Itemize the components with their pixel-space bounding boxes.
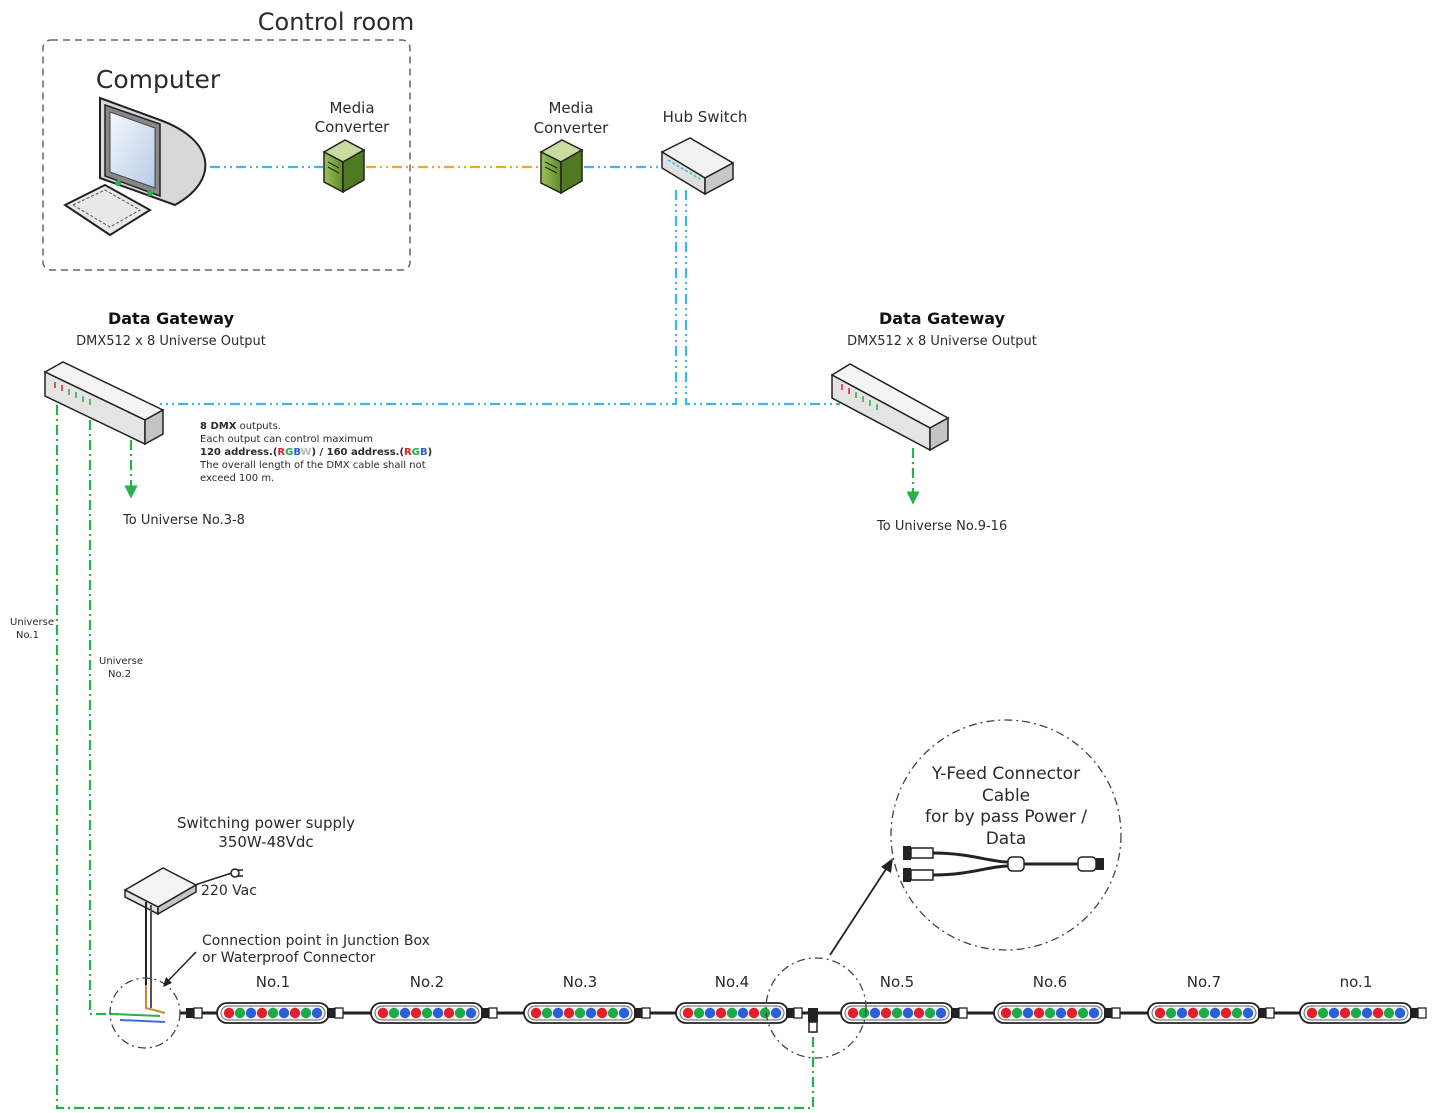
led-fixture: No.5 bbox=[840, 973, 954, 1024]
inline-connector bbox=[1410, 1007, 1427, 1019]
ac-plug-icon bbox=[194, 868, 243, 886]
gateway-right-icon bbox=[830, 363, 950, 452]
power-supply-label-line2: 350W-48Vdc bbox=[218, 833, 313, 851]
universe-2-label: Universe No.2 bbox=[99, 656, 143, 680]
y-feed-pointer-arrow-head bbox=[881, 858, 893, 873]
control-room-boundary bbox=[42, 39, 411, 271]
y-feed-callout-circle bbox=[890, 719, 1122, 951]
hub-switch-label: Hub Switch bbox=[663, 108, 748, 126]
ethernet-hub-to-left-gateway bbox=[160, 190, 678, 406]
y-feed-callout-text: Y-Feed Connector Cable for by pass Power… bbox=[925, 764, 1087, 849]
gateway-right-subtitle: DMX512 x 8 Universe Output bbox=[847, 334, 1037, 349]
control-room-title: Control room bbox=[258, 8, 414, 36]
svg-text:Data: Data bbox=[986, 829, 1027, 849]
media-converter-1-label-line1: Media bbox=[329, 99, 374, 117]
led-fixture: No.7 bbox=[1147, 973, 1261, 1024]
svg-text:No.1: No.1 bbox=[16, 630, 39, 641]
svg-text:Cable: Cable bbox=[982, 786, 1030, 806]
ac-input-label: 220 Vac bbox=[201, 883, 257, 899]
dmx-universe-2-line bbox=[88, 420, 118, 1016]
connection-point-pointer-head bbox=[163, 977, 172, 987]
led-fixture: No.1 bbox=[216, 973, 330, 1024]
media-converter-1-label-line2: Converter bbox=[315, 118, 391, 136]
fixture-label: No.5 bbox=[880, 973, 914, 991]
gateway-right-title: Data Gateway bbox=[879, 309, 1006, 328]
led-fixture: No.4 bbox=[675, 973, 789, 1024]
svg-text:Connection point in Junction B: Connection point in Junction Box bbox=[202, 933, 430, 949]
led-fixture: No.3 bbox=[523, 973, 637, 1024]
svg-text:exceed 100 m.: exceed 100 m. bbox=[200, 473, 274, 484]
inline-connector bbox=[634, 1007, 651, 1019]
media-converter-2-icon bbox=[539, 139, 584, 195]
dmx-note: 8 DMX outputs. Each output can control m… bbox=[199, 421, 432, 484]
connection-point-label: Connection point in Junction Box or Wate… bbox=[202, 933, 430, 966]
connectors-layer bbox=[186, 1007, 1427, 1019]
svg-text:Universe: Universe bbox=[99, 656, 143, 667]
power-cables bbox=[111, 902, 166, 1023]
led-fixture: No.2 bbox=[370, 973, 484, 1024]
svg-text:for by pass Power /: for by pass Power / bbox=[925, 807, 1087, 827]
dmx-universe-1-line bbox=[55, 405, 815, 1110]
connection-point-pointer bbox=[165, 951, 197, 984]
inline-connector bbox=[327, 1007, 344, 1019]
y-feed-tee-connector bbox=[808, 1008, 818, 1033]
inline-connector bbox=[1104, 1007, 1121, 1019]
svg-text:or Waterproof Connector: or Waterproof Connector bbox=[202, 950, 375, 966]
fixture-label: No.3 bbox=[563, 973, 597, 991]
inline-connector bbox=[786, 1007, 803, 1019]
gateway-left-destination: To Universe No.3-8 bbox=[122, 513, 245, 528]
computer-label: Computer bbox=[96, 65, 221, 94]
fixture-label: No.4 bbox=[715, 973, 749, 991]
y-feed-pointer-arrow bbox=[829, 865, 889, 956]
universe-1-label: Universe No.1 bbox=[10, 617, 54, 641]
ethernet-hub-to-right-gateway bbox=[684, 190, 840, 406]
fixture-label: no.1 bbox=[1340, 973, 1373, 991]
fixture-label: No.6 bbox=[1033, 973, 1067, 991]
y-feed-cable-icon bbox=[903, 846, 1104, 882]
power-supply-label-line1: Switching power supply bbox=[177, 814, 355, 832]
svg-text:Y-Feed Connector: Y-Feed Connector bbox=[931, 764, 1080, 784]
led-fixture: no.1 bbox=[1299, 973, 1413, 1024]
media-converter-1-icon bbox=[322, 139, 366, 194]
fixture-label: No.1 bbox=[256, 973, 290, 991]
svg-text:The overall length of the DMX: The overall length of the DMX cable shal… bbox=[199, 460, 426, 471]
fixture-label: No.2 bbox=[410, 973, 444, 991]
hub-switch-icon bbox=[660, 137, 735, 196]
inline-connector bbox=[1258, 1007, 1275, 1019]
inline-connector bbox=[951, 1007, 968, 1019]
inline-connector bbox=[481, 1007, 498, 1019]
power-supply-icon bbox=[123, 867, 198, 916]
gateway-left-subtitle: DMX512 x 8 Universe Output bbox=[76, 334, 266, 349]
gateway-right-destination: To Universe No.9-16 bbox=[876, 519, 1007, 534]
y-feed-highlight-circle bbox=[765, 957, 867, 1059]
media-converter-2-label-line2: Converter bbox=[534, 119, 610, 137]
media-converter-2-label-line1: Media bbox=[548, 99, 593, 117]
gateway-left-icon bbox=[43, 361, 165, 446]
svg-text:Universe: Universe bbox=[10, 617, 54, 628]
svg-text:120 address.(RGBW) / 160 addre: 120 address.(RGBW) / 160 address.(RGB) bbox=[200, 447, 432, 458]
fixture-label: No.7 bbox=[1187, 973, 1221, 991]
computer-icon bbox=[63, 96, 207, 237]
fixtures-layer: No.1 No.2 No.3 No.4 No.5 No.6 No.7 no.1 bbox=[216, 973, 1413, 1024]
svg-text:No.2: No.2 bbox=[108, 669, 131, 680]
gateway-left-title: Data Gateway bbox=[108, 309, 235, 328]
start-connector bbox=[186, 1007, 203, 1019]
svg-text:Each output can control maximu: Each output can control maximum bbox=[200, 434, 373, 445]
svg-text:8 DMX outputs.: 8 DMX outputs. bbox=[200, 421, 281, 432]
led-fixture: No.6 bbox=[993, 973, 1107, 1024]
